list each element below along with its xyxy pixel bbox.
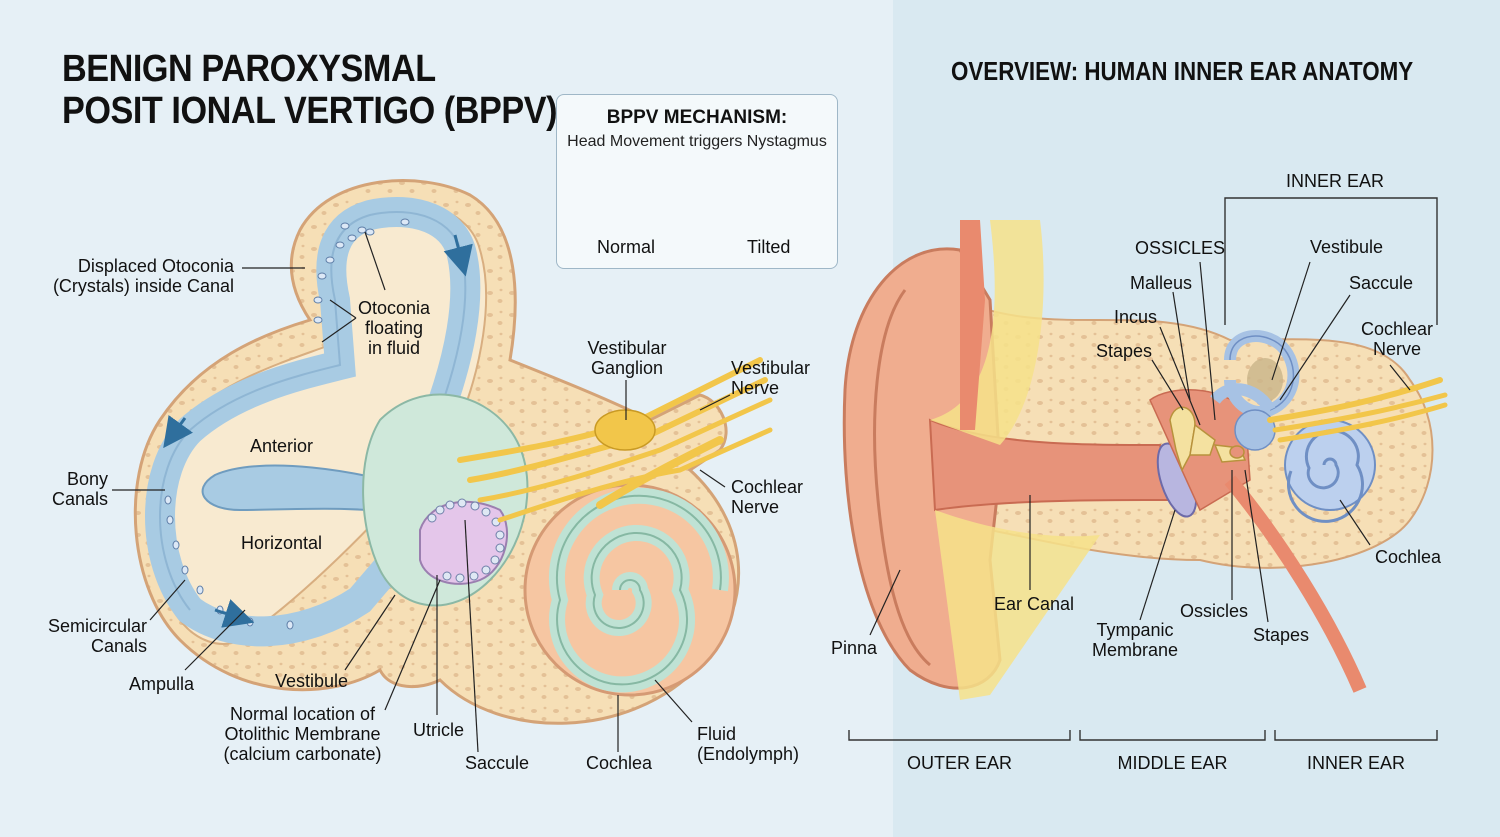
label-stapes-lower: Stapes (1253, 625, 1310, 645)
label-horizontal: Horizontal (241, 533, 323, 553)
title-line-2: POSIT IONAL VERTIGO (BPPV) (62, 90, 558, 132)
cochlea-left (523, 483, 737, 697)
label-middle-ear: MIDDLE EAR (1117, 753, 1228, 773)
vestibular-nerve-bundle (457, 357, 773, 523)
label-anterior: Anterior (250, 436, 314, 456)
label-stapes: Stapes (1096, 341, 1153, 361)
label-vestibule: Vestibule (275, 671, 349, 691)
label-utricle: Utricle (413, 720, 465, 740)
flow-arrow (214, 599, 255, 628)
flow-arrow (163, 415, 193, 449)
label-saccule: Saccule (465, 753, 530, 773)
label-inner-ear-bottom: INNER EAR (1306, 753, 1405, 773)
mechanism-subtitle: Head Movement triggers Nystagmus (567, 133, 827, 150)
label-inner-ear-top: INNER EAR (1286, 171, 1385, 191)
label-ampulla: Ampulla (129, 674, 195, 694)
mechanism-title: BPPV MECHANISM: (606, 107, 788, 128)
label-cochlea-right: Cochlea (1375, 547, 1442, 567)
page-title: BENIGN PAROXYSMAL POSIT IONAL VERTIGO (B… (62, 48, 557, 132)
title-line-1: BENIGN PAROXYSMAL (62, 48, 436, 90)
label-pinna: Pinna (831, 638, 878, 658)
cochlear-nerve-right (1267, 377, 1448, 443)
label-ear-canal: Ear Canal (994, 594, 1075, 614)
bppv-inner-ear (112, 179, 773, 753)
right-leader-lines (869, 261, 1411, 636)
eustachian-tube (1224, 475, 1367, 693)
label-displaced-otoconia: Displaced Otoconia(Crystals) inside Cana… (52, 256, 234, 296)
mechanism-box: BPPV MECHANISM: Head Movement triggers N… (556, 94, 838, 269)
mechanism-normal-label: Normal (597, 237, 656, 257)
semicircular-canal-lower (175, 515, 435, 647)
label-incus: Incus (1114, 307, 1158, 327)
label-vestibule-right: Vestibule (1310, 237, 1384, 257)
label-ossicles-lower: Ossicles (1180, 601, 1249, 621)
label-saccule-right: Saccule (1349, 273, 1414, 293)
label-malleus: Malleus (1130, 273, 1193, 293)
label-outer-ear: OUTER EAR (906, 753, 1012, 773)
ossicles (1169, 406, 1247, 472)
flow-arrow (443, 234, 473, 277)
left-leader-lines (112, 231, 731, 753)
label-ossicles: OSSICLES (1135, 238, 1226, 258)
label-fluid-endolymph: Fluid(Endolymph) (697, 724, 800, 764)
ear-overview (842, 197, 1448, 741)
label-cochlea: Cochlea (586, 753, 653, 773)
otoconia-crystals (427, 498, 505, 583)
mechanism-tilted-label: Tilted (747, 237, 791, 257)
region-brackets (848, 730, 1438, 741)
overview-title: OVERVIEW: HUMAN INNER EAR ANATOMY (951, 56, 1414, 86)
inner-ear-bracket (1224, 197, 1438, 325)
